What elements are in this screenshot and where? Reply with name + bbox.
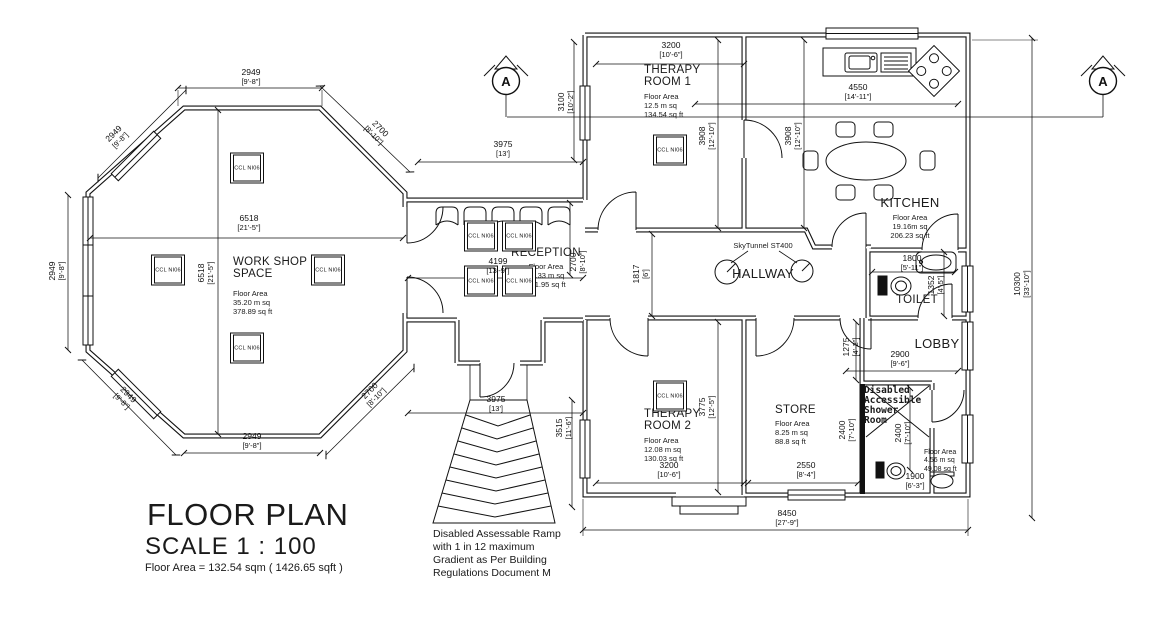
dim-oct-bottom: 2949[9'-8"] bbox=[242, 431, 262, 450]
window-store-south bbox=[787, 489, 846, 501]
skytunnel-label: SkyTunnel ST400 bbox=[733, 240, 793, 250]
room-store-label: STORE Floor Area 8.25 m sq 88.8 sq ft bbox=[775, 404, 816, 447]
room-shower-area: Floor Area 4.56 m sq 49.08 sq ft bbox=[924, 449, 957, 473]
dim-kitchen-width: 4550[14'-11"] bbox=[844, 82, 872, 101]
skytunnel-icons bbox=[714, 250, 814, 285]
wc-icon bbox=[877, 275, 912, 296]
door-kitchen-east bbox=[921, 213, 959, 251]
dim-oct-left: 2949[9'-8"] bbox=[47, 261, 66, 281]
ccl-tile: CCL NI06 bbox=[311, 254, 345, 286]
dim-south-total: 8450[27'-9"] bbox=[775, 508, 799, 527]
dim-shower-width: 1900[6'-3"] bbox=[905, 471, 925, 490]
window-kitchen-north bbox=[825, 27, 919, 40]
section-line bbox=[505, 95, 1104, 118]
dim-store-depth: 2400[7'-10"] bbox=[837, 418, 856, 442]
door-octagon-north bbox=[406, 206, 444, 244]
extension-lines bbox=[177, 39, 1038, 536]
basin-icon bbox=[929, 471, 955, 489]
door-therapy1-south bbox=[597, 191, 637, 231]
dim-oct-top: 2949[9'-8"] bbox=[241, 67, 261, 86]
window-therapy1-west bbox=[579, 85, 591, 141]
room-lobby-label: LOBBY bbox=[914, 335, 960, 351]
room-name: WORK SHOP SPACE bbox=[233, 256, 308, 281]
room-kitchen-label: KITCHEN Floor Area 19.16m sq 206.23 sq f… bbox=[880, 194, 940, 241]
dim-reception-len: 4199[13'-9"] bbox=[486, 256, 510, 275]
window-east-1 bbox=[961, 265, 974, 313]
section-marker-left: A bbox=[483, 55, 529, 96]
wc2-icon bbox=[875, 461, 906, 480]
room-therapy2-label: THERAPY ROOM 2 Floor Area 12.08 m sq 130… bbox=[644, 408, 701, 463]
floor-area-ft: 378.89 sq ft bbox=[233, 306, 273, 316]
room-toilet-label: TOILET bbox=[896, 293, 938, 306]
window-octagon-west bbox=[82, 196, 94, 346]
dimension-lines bbox=[64, 34, 1036, 534]
room-hallway-label: HALLWAY bbox=[732, 265, 794, 281]
fixtures bbox=[432, 44, 961, 524]
ccl-tile: CCL NI06 bbox=[653, 134, 687, 166]
ccl-tile: CCL NI06 bbox=[502, 265, 536, 297]
shower-tray-icon bbox=[865, 385, 930, 438]
dim-west-upper: 3100[10'-2"] bbox=[556, 90, 575, 114]
section-marker-right: A bbox=[1080, 55, 1126, 96]
floor-area-m: 35.20 m sq bbox=[233, 297, 271, 307]
window-east-3 bbox=[961, 414, 974, 464]
floor-area-label: Floor Area bbox=[233, 288, 268, 298]
section-letter-left: A bbox=[501, 74, 511, 89]
dim-t2-depth: 3775[12'-5"] bbox=[697, 395, 716, 419]
dim-oct-width: 6518[21'-5"] bbox=[237, 213, 261, 232]
ccl-tile: CCL NI06 bbox=[502, 220, 536, 252]
dim-toilet-depth: 1352[4'-5"] bbox=[926, 275, 945, 295]
drawing-title: FLOOR PLAN bbox=[147, 497, 349, 532]
ccl-tile: CCL NI06 bbox=[464, 220, 498, 252]
ramp-note: Disabled Assessable Ramp with 1 in 12 ma… bbox=[433, 528, 561, 580]
door-therapy1-east bbox=[743, 119, 783, 159]
dim-east-total: 10300[33'-10"] bbox=[1012, 270, 1031, 298]
dim-toilet-width: 1800[5'-11"] bbox=[900, 253, 924, 272]
door-store bbox=[755, 317, 795, 357]
room-shower-label: Disabled Accessible Shower Room bbox=[864, 385, 922, 426]
dim-reception-dep: 2700[8'-10"] bbox=[568, 250, 587, 274]
ccl-tile: CCL NI06 bbox=[230, 332, 264, 364]
room-workshop-label: WORK SHOP SPACE Floor Area 35.20 m sq 37… bbox=[233, 256, 307, 316]
sink-icon bbox=[844, 52, 912, 73]
ccl-tile: CCL NI06 bbox=[230, 152, 264, 184]
door-kitchen bbox=[831, 212, 867, 248]
hob-icon bbox=[907, 44, 961, 98]
ramp-icon bbox=[432, 365, 556, 524]
dim-ramp-top: 3975[13'] bbox=[486, 394, 506, 413]
door-shower bbox=[931, 389, 965, 423]
doors bbox=[406, 119, 965, 423]
dim-t1-depth: 3908[12'-10"] bbox=[697, 122, 716, 150]
door-vestibule bbox=[479, 362, 515, 398]
dim-hall-width: 1817[6'] bbox=[631, 264, 650, 284]
dim-corridor-top: 3975[13'] bbox=[493, 139, 513, 158]
dim-t1-width: 3200[10'-6"] bbox=[659, 40, 683, 59]
window-east-2 bbox=[961, 321, 974, 371]
ccl-tile: CCL NI06 bbox=[464, 265, 498, 297]
porch-steps-icon bbox=[671, 496, 747, 515]
shower-solid-wall bbox=[860, 384, 865, 494]
dim-t2-width: 3200[10'-6"] bbox=[657, 460, 681, 479]
door-therapy2 bbox=[609, 317, 649, 357]
dim-hall-depth: 3908[12'-10"] bbox=[783, 122, 802, 150]
ccl-tile: CCL NI06 bbox=[151, 254, 185, 286]
drawing-scale: SCALE 1 : 100 bbox=[145, 533, 317, 560]
dining-table-icon bbox=[802, 121, 936, 201]
dim-lobby-door: 1275[4'-2"] bbox=[841, 337, 860, 357]
dim-shower-depth: 2400[7'-10"] bbox=[893, 421, 912, 445]
ccl-tile: CCL NI06 bbox=[653, 380, 687, 412]
room-therapy1-label: THERAPY ROOM 1 Floor Area 12.5 m sq 134.… bbox=[644, 64, 701, 119]
door-lobby bbox=[839, 317, 872, 350]
dim-oct-height: 6518[21'-5"] bbox=[196, 261, 215, 285]
window-therapy2-west bbox=[579, 419, 591, 479]
dim-lobby-width: 2900[9'-6"] bbox=[890, 349, 910, 368]
drawing-floor-area: Floor Area = 132.54 sqm ( 1426.65 sqft ) bbox=[145, 562, 343, 574]
section-letter-right: A bbox=[1098, 74, 1108, 89]
dim-store-width: 2550[8'-4"] bbox=[796, 460, 816, 479]
door-octagon-south bbox=[406, 276, 444, 314]
dim-ramp-side: 3515[11'-6"] bbox=[554, 416, 573, 440]
